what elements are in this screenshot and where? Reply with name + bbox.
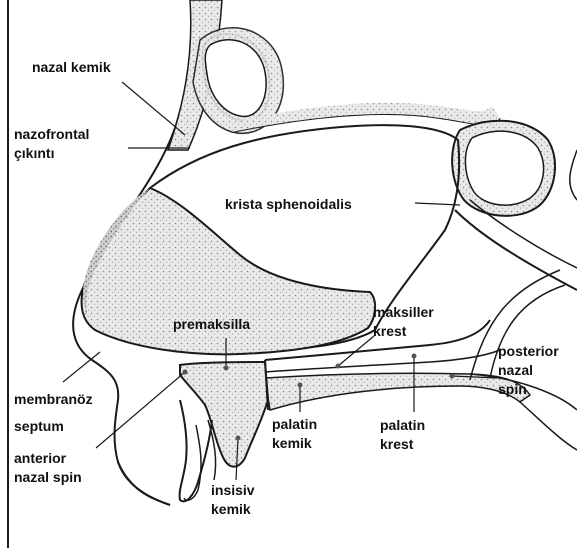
- label-nazofrontal-line2: çıkıntı: [14, 144, 89, 163]
- label-anterior-nazal-spin: anterior nazal spin: [14, 449, 82, 487]
- label-krista-sphenoidalis: krista sphenoidalis: [225, 196, 352, 213]
- premaxilla: [180, 362, 268, 467]
- label-anterior-line1: anterior: [14, 449, 82, 468]
- label-posterior-nazal-spin: posterior nazal spin: [498, 342, 559, 399]
- label-premaksilla: premaksilla: [173, 316, 250, 333]
- label-posterior-line3: spin: [498, 380, 559, 399]
- incisor-tooth: [180, 400, 212, 501]
- label-palatin-kemik-line1: palatin: [272, 415, 317, 434]
- label-maksiller-line1: maksiller: [373, 303, 434, 322]
- hard-palate: [265, 373, 530, 410]
- label-posterior-line1: posterior: [498, 342, 559, 361]
- label-membranoz-septum: membranöz septum: [14, 386, 93, 440]
- label-palatin-kemik: palatin kemik: [272, 415, 317, 453]
- label-membranoz-line1: membranöz: [14, 386, 93, 413]
- label-nazofrontal: nazofrontal çıkıntı: [14, 125, 89, 163]
- label-palatin-krest-line2: krest: [380, 435, 425, 454]
- label-maksiller-line2: krest: [373, 322, 434, 341]
- label-palatin-krest-line1: palatin: [380, 416, 425, 435]
- label-palatin-krest: palatin krest: [380, 416, 425, 454]
- label-nazofrontal-line1: nazofrontal: [14, 125, 89, 144]
- label-nazal-kemik: nazal kemik: [32, 59, 111, 76]
- label-membranoz-line2: septum: [14, 413, 93, 440]
- label-insisiv-line2: kemik: [211, 500, 255, 519]
- label-posterior-line2: nazal: [498, 361, 559, 380]
- label-maksiller-krest: maksiller krest: [373, 303, 434, 341]
- label-palatin-kemik-line2: kemik: [272, 434, 317, 453]
- label-insisiv-kemik: insisiv kemik: [211, 481, 255, 519]
- label-insisiv-line1: insisiv: [211, 481, 255, 500]
- label-anterior-line2: nazal spin: [14, 468, 82, 487]
